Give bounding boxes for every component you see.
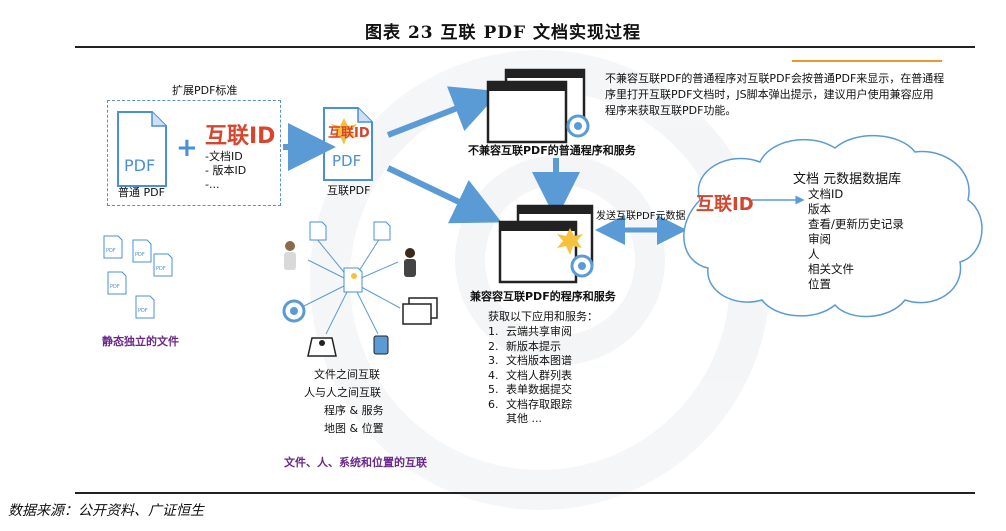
- db-item: 位置: [808, 277, 831, 291]
- arrow-to-compat-program: [386, 165, 502, 224]
- metadata-cloud-shape: [683, 135, 983, 318]
- plus-icon: +: [176, 133, 198, 163]
- services-list: 1.云端共享审阅 2.新版本提示 3.文档版本图谱 4.文档人群列表 5.表单数…: [488, 325, 572, 427]
- static-docs-label: 静态独立的文件: [102, 335, 179, 348]
- extended-pdf-label: 扩展PDF标准: [172, 84, 238, 97]
- link-text-3: 地图 & 位置: [324, 422, 384, 435]
- normal-pdf-glyph: PDF: [124, 156, 156, 175]
- id-item-0: -文档ID: [205, 150, 243, 163]
- compat-program-window-icon: [498, 204, 594, 284]
- normal-program-note-2: 程序来获取互联PDF功能。: [605, 104, 737, 117]
- person-right-icon: [404, 248, 416, 277]
- service-item: 2.新版本提示: [488, 339, 561, 353]
- normal-pdf-doc-icon: [117, 111, 167, 187]
- hub-window-icon: [402, 297, 438, 325]
- extended-pdf-box: [107, 100, 281, 206]
- db-item: 查看/更新历史记录: [808, 217, 904, 231]
- service-item: 4.文档人群列表: [488, 368, 572, 382]
- page-title: 图表 23 互联 PDF 文档实现过程: [365, 23, 641, 43]
- cloud-db-title: 文档 元数据数据库: [793, 172, 902, 187]
- hulian-pdf-label: 互联PDF: [327, 184, 371, 197]
- mini-pdf-text: PDF: [138, 308, 148, 314]
- db-item: 审阅: [808, 232, 831, 246]
- link-text-0: 文件之间互联: [314, 368, 380, 381]
- mini-pdf-text: PDF: [106, 248, 116, 254]
- hulian-pdf-glyph: PDF: [332, 152, 362, 170]
- mini-pdf-text: PDF: [110, 284, 120, 290]
- id-item-2: -...: [205, 178, 220, 191]
- normal-program-label: 不兼容互联PDF的普通程序和服务: [468, 144, 636, 157]
- static-doc-icons: [103, 235, 173, 319]
- normal-program-window-icon: [486, 68, 590, 144]
- top-divider: [75, 46, 975, 48]
- map-location-icon: [307, 337, 337, 357]
- services-title: 获取以下应用和服务：: [488, 310, 598, 323]
- link-text-1: 人与人之间互联: [304, 386, 381, 399]
- source-note: 数据来源：公开资料、广证恒生: [8, 503, 204, 519]
- bottom-divider: [75, 492, 975, 494]
- hub-target-icon: [282, 299, 306, 323]
- normal-pdf-label: 普通 PDF: [118, 186, 165, 199]
- interconnect-label: 文件、人、系统和位置的互联: [284, 456, 427, 469]
- cloud-hulian-id: 互联ID: [696, 194, 754, 215]
- db-item: 相关文件: [808, 262, 854, 276]
- service-more: 其他 ...: [506, 412, 542, 425]
- compat-program-label: 兼容容互联PDF的程序和服务: [470, 290, 616, 303]
- arrow-to-normal-program: [386, 86, 501, 138]
- person-left-icon: [284, 241, 296, 270]
- normal-program-note-0: 不兼容互联PDF的普通程序对互联PDF会按普通PDF来显示，在普通程: [605, 72, 945, 85]
- db-item: 文档ID: [808, 187, 844, 201]
- sync-label: 发送互联PDF元数据: [596, 211, 686, 222]
- hulian-pdf-id-badge: 互联ID: [328, 126, 370, 141]
- id-item-1: - 版本ID: [205, 164, 247, 177]
- service-item: 6.文档存取跟踪: [488, 397, 572, 411]
- mini-pdf-text: PDF: [135, 252, 145, 258]
- link-text-2: 程序 & 服务: [324, 404, 384, 417]
- service-item: 3.文档版本图谱: [488, 354, 572, 367]
- accent-line: [792, 60, 942, 62]
- hub-doc-small-icons: [309, 221, 391, 241]
- db-item: 版本: [808, 202, 831, 216]
- normal-program-note-1: 序里打开互联PDF文档时，JS脚本弹出提示，建议用户使用兼容应用: [605, 88, 934, 101]
- hulian-id-label: 互联ID: [205, 124, 276, 149]
- db-item: 人: [808, 247, 820, 261]
- hub-doc-icon: [343, 267, 363, 293]
- service-item: 1.云端共享审阅: [488, 325, 572, 338]
- database-icon: [373, 335, 389, 355]
- service-item: 5.表单数据提交: [488, 383, 572, 396]
- mini-pdf-text: PDF: [156, 266, 166, 272]
- cloud-db-list: 文档ID 版本 查看/更新历史记录 审阅 人 相关文件 位置: [808, 187, 904, 292]
